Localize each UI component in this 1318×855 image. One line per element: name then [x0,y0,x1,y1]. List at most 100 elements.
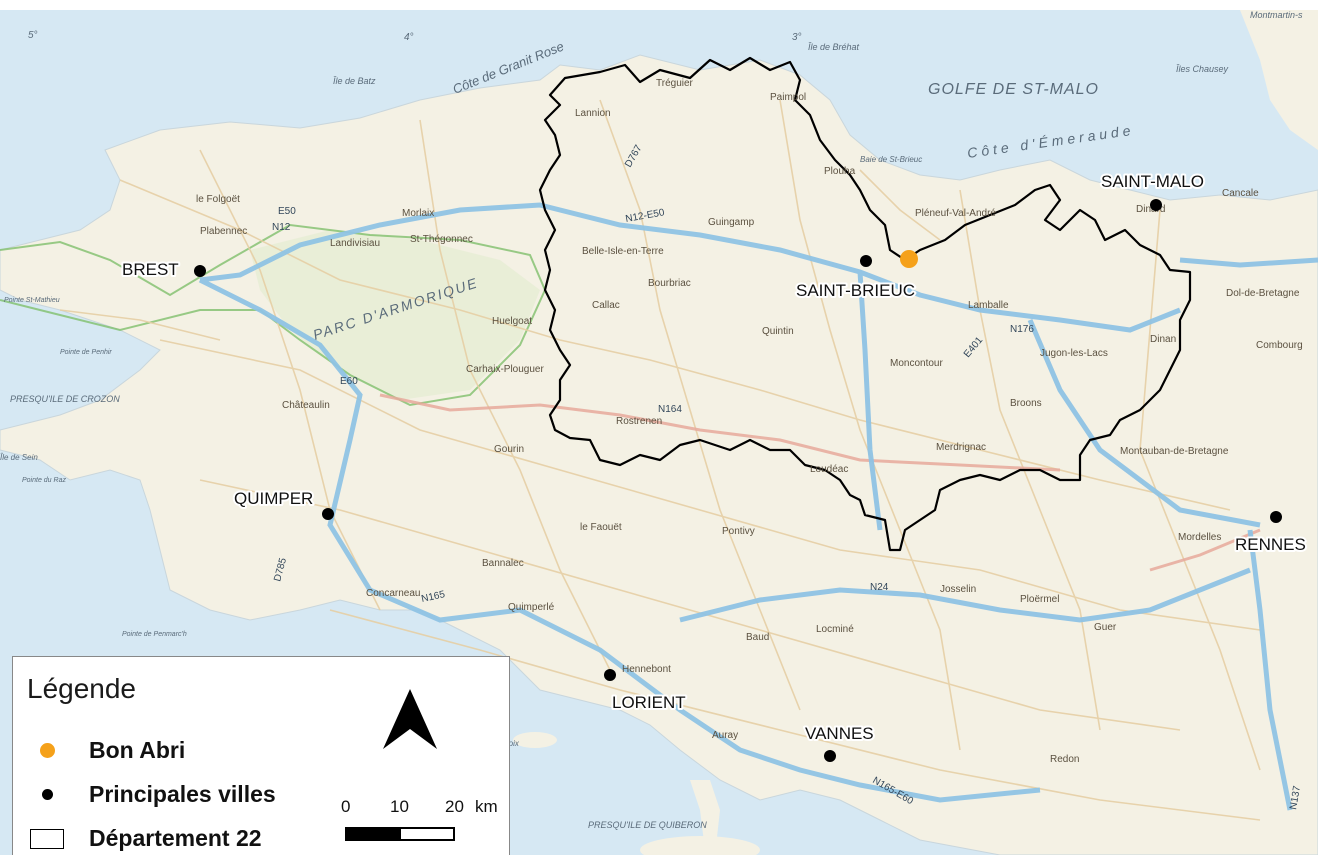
road-label-n12: N12 [272,222,291,233]
pointe-st-mathieu-label: Pointe St-Mathieu [4,297,60,304]
scale-bar: 0 10 20 km [341,797,501,855]
legend-rectangle-icon [27,827,67,851]
land-normandy [1240,10,1318,150]
island-groix [513,732,557,748]
place-paimpol: Paimpol [770,92,806,103]
scale-tick-10: 10 [390,797,409,816]
place-dinard: Dinard [1136,204,1165,215]
place-mordelles: Mordelles [1178,532,1221,543]
city-dot-saint-brieuc[interactable] [860,255,872,267]
main-roads [379,393,1261,572]
scale-bar-graphic [345,827,455,841]
brehat-label: Île de Bréhat [808,42,860,52]
place-quintin: Quintin [762,326,794,337]
place-montauban: Montauban-de-Bretagne [1120,446,1229,457]
lon-4-label: 4° [404,32,414,43]
baie-st-brieuc-label: Baie de St-Brieuc [860,155,922,164]
legend-title: Légende [27,673,137,704]
place-loudeac: Loudéac [810,464,848,475]
city-label-saint-malo: SAINT-MALO [1101,172,1204,191]
motorways [198,202,1318,811]
place-callac: Callac [592,300,620,311]
pointe-penmarch-label: Pointe de Penmarc'h [122,631,187,638]
quiberon-label: PRESQU'ILE DE QUIBERON [588,820,707,830]
place-bannalec: Bannalec [482,558,524,569]
place-landivisiau: Landivisiau [330,238,380,249]
place-guer: Guer [1094,622,1117,633]
place-pleneuf: Pléneuf-Val-André [915,208,996,219]
place-cancale: Cancale [1222,188,1259,199]
road-label-e60: E60 [340,376,358,387]
park-boundary [0,223,547,407]
place-chateaulin: Châteaulin [282,400,330,411]
north-arrow-icon [383,689,437,749]
city-label-lorient: LORIENT [612,693,686,712]
place-jugon: Jugon-les-Lacs [1040,348,1108,359]
golfe-label: GOLFE DE ST-MALO [928,81,1099,98]
place-st-thegonnec: St-Thégonnec [410,234,473,245]
legend-item-label: Principales villes [89,781,276,807]
legend-black-dot-icon [27,783,67,807]
place-gourin: Gourin [494,444,524,455]
crozon-label: PRESQU'ILE DE CROZON [10,394,120,404]
place-le-folgoet: le Folgoët [196,194,240,205]
place-labels: Guingamp Lannion Tréguier Lamballe Dinan… [196,78,1303,765]
road-label-n176: N176 [1010,324,1034,335]
place-carhaix: Carhaix-Plouguer [466,364,544,375]
city-dot-saint-malo[interactable] [1150,199,1162,211]
place-baud: Baud [746,632,769,643]
place-auray: Auray [712,730,738,741]
city-label-vannes: VANNES [805,724,874,743]
city-label-quimper: QUIMPER [234,489,313,508]
city-label-brest: BREST [122,260,179,279]
place-lannion: Lannion [575,108,611,119]
place-guingamp: Guingamp [708,217,755,228]
city-label-saint-brieuc: SAINT-BRIEUC [796,281,915,300]
place-merdrignac: Merdrignac [936,442,986,453]
island-belle-ile [640,836,760,855]
place-plabennec: Plabennec [200,226,247,237]
department-22-boundary [538,56,1192,552]
road-label-n164: N164 [658,404,682,415]
road-label-n137: N137 [1288,785,1303,811]
place-morlaix: Morlaix [402,208,434,219]
scale-unit: km [475,797,498,816]
place-plouha: Plouha [824,166,856,177]
batz-label: Île de Batz [333,76,376,86]
place-dinan: Dinan [1150,334,1176,345]
place-bourbriac: Bourbriac [648,278,691,289]
scale-tick-20: 20 [445,797,464,816]
place-locmine: Locminé [816,624,854,635]
road-label-n24: N24 [870,582,889,593]
place-combourg: Combourg [1256,340,1303,351]
legend-item-principales-villes: Principales villes [27,781,276,808]
city-dot-quimper[interactable] [322,508,334,520]
lon-5-label: 5° [28,30,38,41]
pointe-penhir-label: Pointe de Penhir [60,349,112,356]
city-label-rennes: RENNES [1235,535,1306,554]
sein-label: Île de Sein [0,453,38,462]
road-label-n165: N165 [420,589,446,605]
place-josselin: Josselin [940,584,976,595]
legend-item-departement-22: Département 22 [27,825,262,852]
place-lamballe: Lamballe [968,300,1009,311]
map-frame[interactable]: GOLFE DE ST-MALO Côte d'Émeraude Côte de… [0,10,1318,855]
chausey-label: Îles Chausey [1176,64,1229,74]
place-redon: Redon [1050,754,1079,765]
place-broons: Broons [1010,398,1042,409]
scale-tick-0: 0 [341,797,351,816]
road-label-e50: E50 [278,206,296,217]
city-dot-brest[interactable] [194,265,206,277]
city-dot-vannes[interactable] [824,750,836,762]
place-ploermel: Ploërmel [1020,594,1059,605]
montmartin-label: Montmartin-s [1250,10,1303,20]
pointe-raz-label: Pointe du Raz [22,477,66,484]
city-dot-rennes[interactable] [1270,511,1282,523]
city-dot-lorient[interactable] [604,669,616,681]
place-treguier: Tréguier [656,78,694,89]
legend-panel: Légende Bon Abri Principales villes Dépa… [12,656,510,855]
legend-orange-dot-icon [27,739,67,763]
legend-item-bon-abri: Bon Abri [27,737,185,764]
bon-abri-marker[interactable] [900,250,918,268]
principal-cities: BREST QUIMPER LORIENT VANNES SAINT-BRIEU… [120,170,1308,762]
